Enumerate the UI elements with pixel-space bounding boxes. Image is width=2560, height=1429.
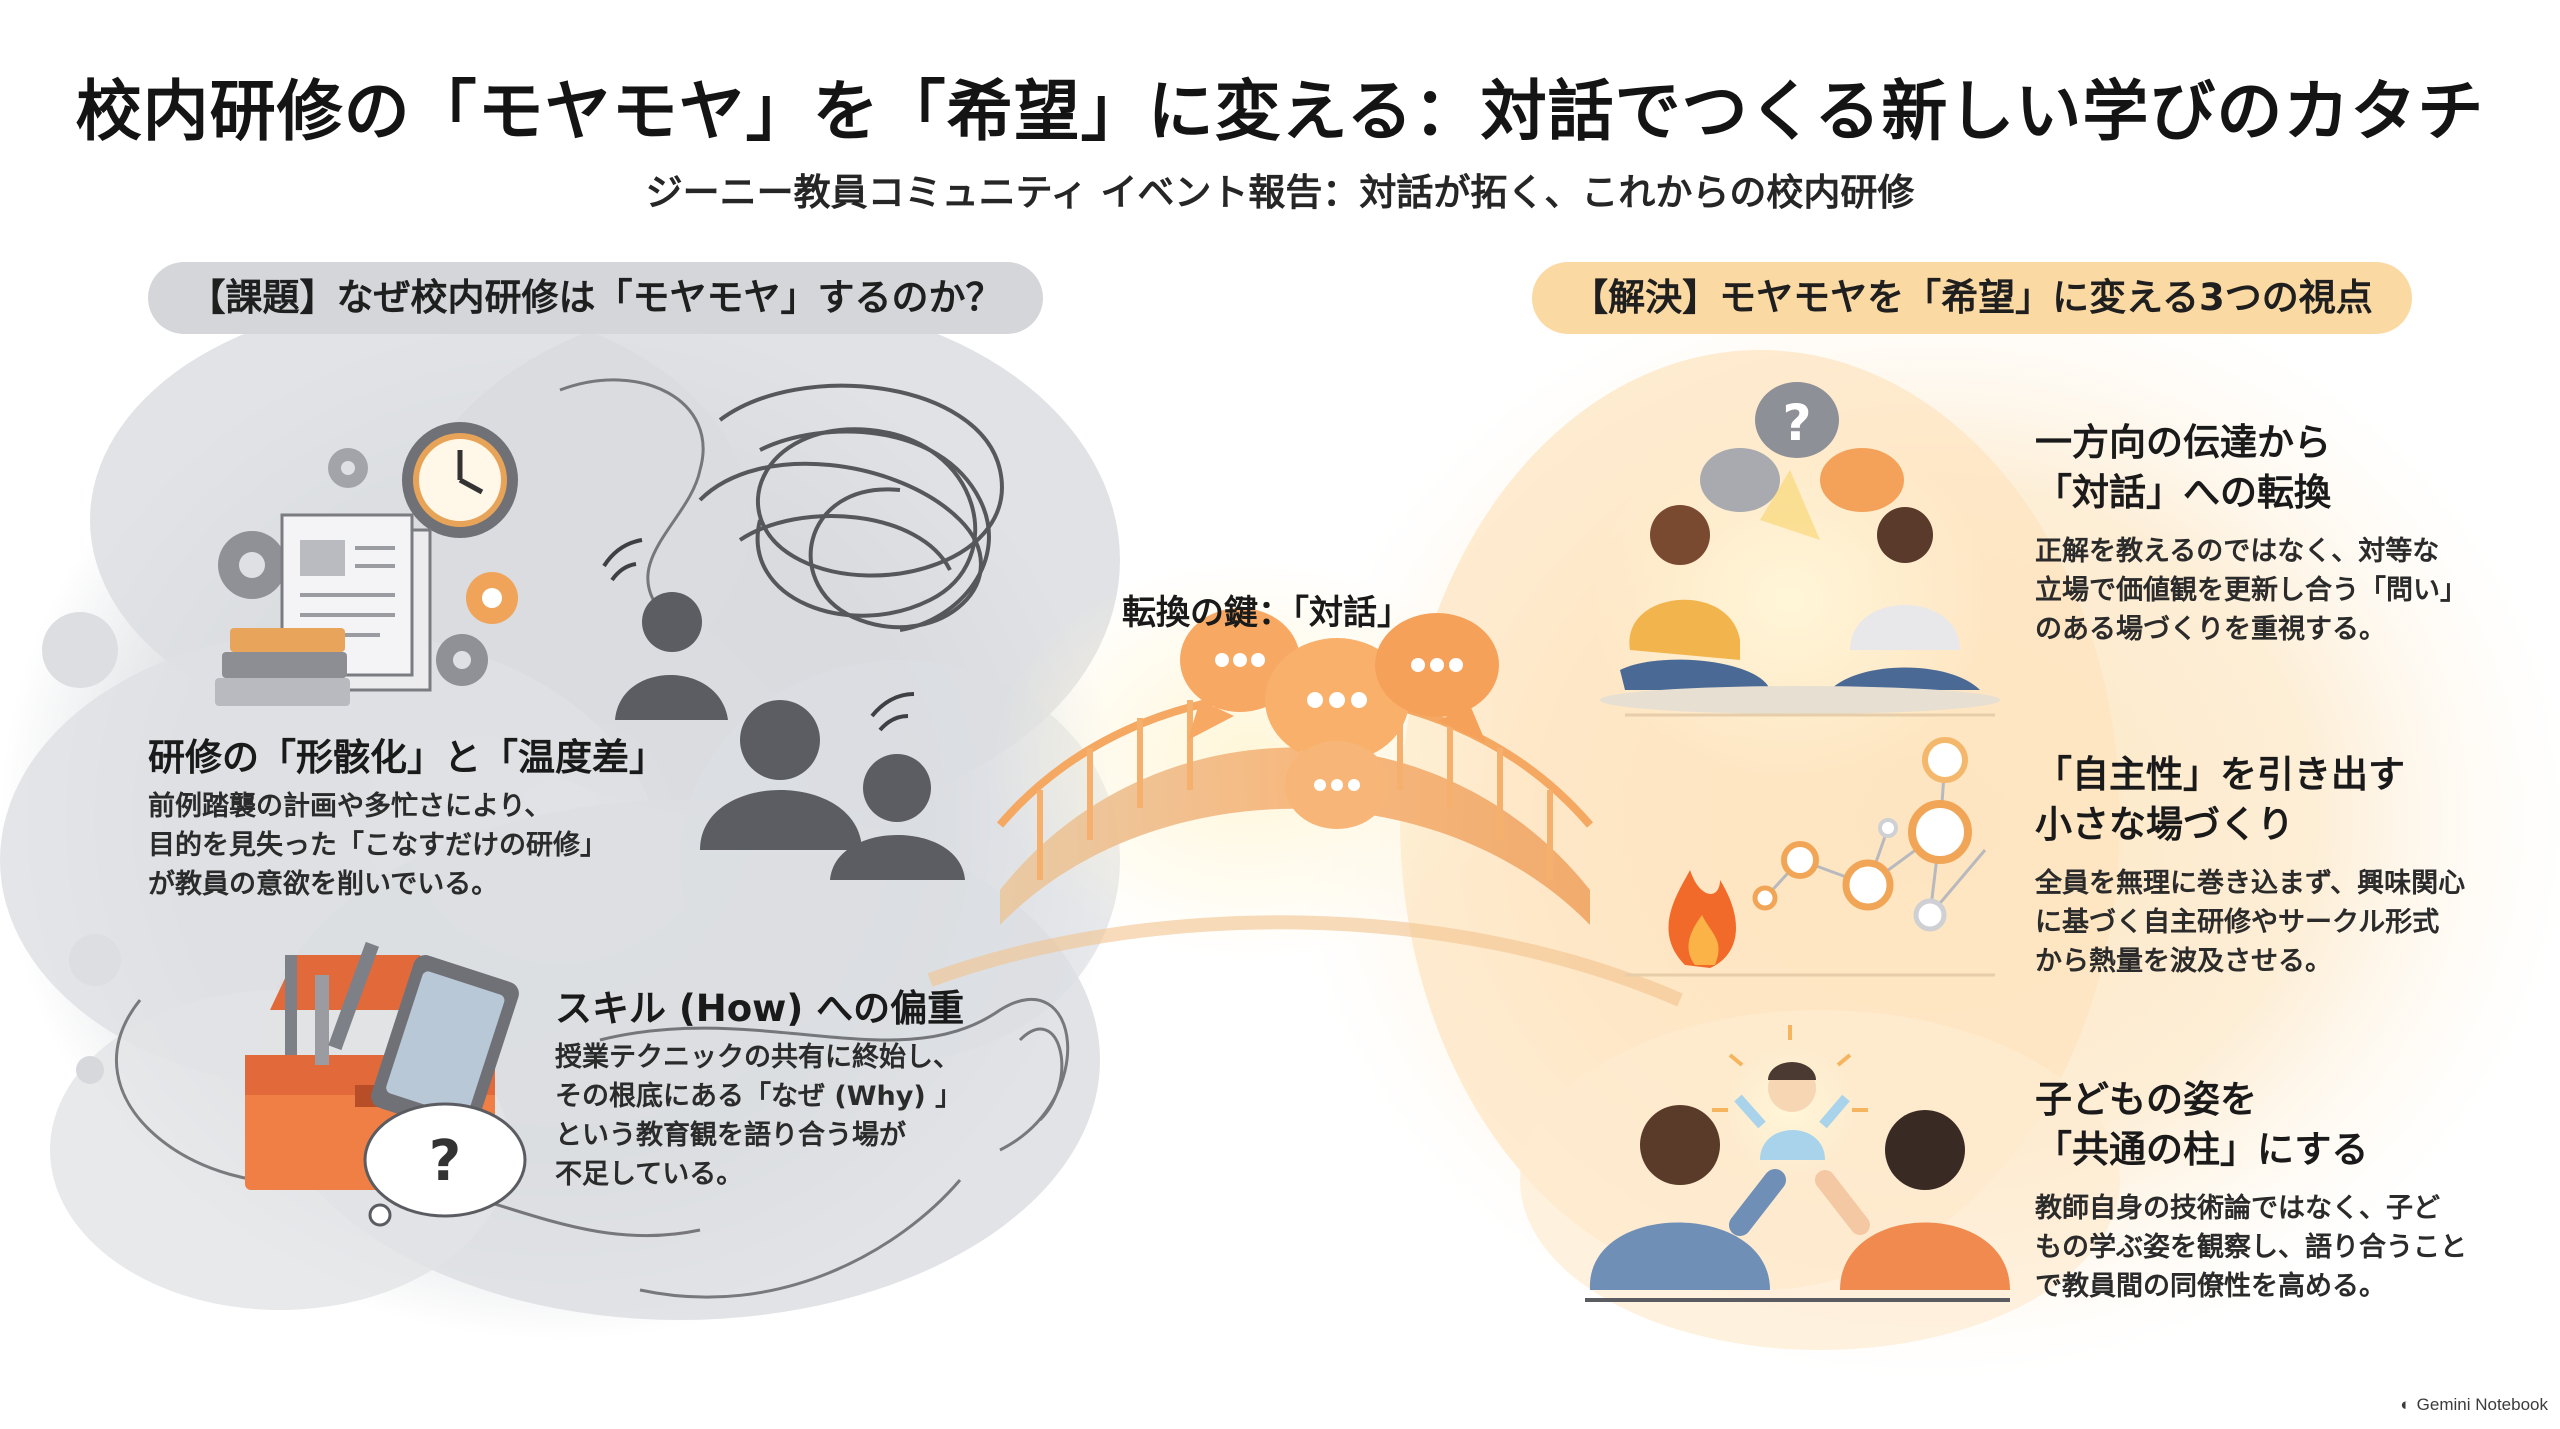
description-line: 授業テクニックの共有に終始し、: [555, 1042, 960, 1073]
tangle-icon: [698, 383, 1004, 632]
solution-description: 全員を無理に巻き込まず、興味関心 に基づく自主研修やサークル形式 から熱量を波及…: [2035, 864, 2525, 981]
person-icon: [615, 592, 965, 880]
problem-section-label: 【課題】なぜ校内研修は「モヤモヤ」するのか？: [148, 262, 1043, 334]
speech-bubble-icon: [1180, 608, 1499, 829]
solution-description: 正解を教えるのではなく、対等な 立場で価値観を更新し合う「問い」 のある場づくり…: [2035, 532, 2525, 649]
description-line: 正解を教えるのではなく、対等な: [2035, 536, 2440, 567]
clock-icon: [402, 422, 518, 538]
heading-line: 子どもの姿を: [2035, 1078, 2257, 1121]
section-divider: [1625, 713, 1995, 977]
solution-item-autonomy: 「自主性」を引き出す 小さな場づくり 全員を無理に巻き込まず、興味関心 に基づく…: [2035, 750, 2525, 981]
description-line: もの学ぶ姿を観察し、語り合うこと: [2035, 1232, 2467, 1263]
teachers-illustration: [1585, 1105, 2010, 1302]
flame-icon: [1668, 870, 1737, 968]
heading-line: 小さな場づくり: [2035, 803, 2294, 846]
problem-heading: 研修の「形骸化」と「温度差」: [148, 736, 666, 779]
heading-line: 「共通の柱」にする: [2035, 1128, 2369, 1171]
tablet-icon: [371, 955, 519, 1135]
problem-description: 授業テクニックの共有に終始し、 その根底にある「なぜ (Why) 」 という教育…: [555, 1038, 995, 1194]
description-line: 教師自身の技術論ではなく、子ど: [2035, 1193, 2440, 1224]
watermark-text: Gemini Notebook: [2416, 1395, 2548, 1414]
dialog-illustration: ?: [1590, 382, 2000, 780]
description-line: その根底にある「なぜ (Why) 」: [555, 1081, 963, 1112]
description-line: のある場づくりを重視する。: [2035, 614, 2386, 645]
description-line: 不足している。: [555, 1159, 744, 1190]
description-line: に基づく自主研修やサークル形式: [2035, 907, 2440, 938]
svg-text:?: ?: [1782, 394, 1811, 452]
gemini-logo-icon: ◐: [2400, 1395, 2411, 1414]
description-line: で教員間の同僚性を高める。: [2035, 1271, 2386, 1302]
watermark: ◐ Gemini Notebook: [2400, 1395, 2548, 1415]
child-icon: [1712, 1025, 1868, 1180]
heading-line: 一方向の伝達から: [2035, 421, 2331, 464]
problem-heading: スキル (How) への偏重: [555, 987, 965, 1030]
description-line: 立場で価値観を更新し合う「問い」: [2035, 575, 2467, 606]
page-title: 校内研修の「モヤモヤ」を「希望」に変える：対話でつくる新しい学びのカタチ: [75, 73, 2485, 150]
heading-line: 「自主性」を引き出す: [2035, 753, 2405, 796]
books-icon: [215, 628, 350, 706]
svg-text:?: ?: [429, 1129, 461, 1194]
solution-description: 教師自身の技術論ではなく、子ど もの学ぶ姿を観察し、語り合うこと で教員間の同僚…: [2035, 1189, 2525, 1306]
network-icon: [1752, 737, 1987, 932]
solution-heading: 「自主性」を引き出す 小さな場づくり: [2035, 750, 2525, 850]
solution-section-label: 【解決】モヤモヤを「希望」に変える3つの視点: [1532, 262, 2412, 334]
description-line: 目的を見失った「こなすだけの研修」: [148, 830, 607, 861]
description-line: 前例踏襲の計画や多忙さにより、: [148, 791, 552, 822]
bridge-key-label: 転換の鍵：「対話」: [1122, 593, 1411, 633]
page-subtitle: ジーニー教員コミュニティ イベント報告：対話が拓く、これからの校内研修: [645, 171, 1915, 214]
question-icon: ?: [363, 1102, 527, 1227]
stress-signal-icon: [602, 538, 915, 732]
heading-line: 「対話」への転換: [2035, 471, 2331, 514]
solution-item-children-focus: 子どもの姿を 「共通の柱」にする 教師自身の技術論ではなく、子ど もの学ぶ姿を観…: [2035, 1075, 2525, 1306]
problem-item-skill-bias: スキル (How) への偏重 授業テクニックの共有に終始し、 その根底にある「な…: [555, 984, 995, 1194]
solution-heading: 一方向の伝達から 「対話」への転換: [2035, 418, 2525, 518]
problem-description: 前例踏襲の計画や多忙さにより、 目的を見失った「こなすだけの研修」 が教員の意欲…: [148, 787, 708, 904]
solution-heading: 子どもの姿を 「共通の柱」にする: [2035, 1075, 2525, 1175]
description-line: が教員の意欲を削いでいる。: [148, 869, 499, 900]
description-line: という教育観を語り合う場が: [555, 1120, 906, 1151]
description-line: から熱量を波及させる。: [2035, 946, 2332, 977]
description-line: 全員を無理に巻き込まず、興味関心: [2035, 868, 2466, 899]
solution-item-dialogue: 一方向の伝達から 「対話」への転換 正解を教えるのではなく、対等な 立場で価値観…: [2035, 418, 2525, 649]
problem-item-formality: 研修の「形骸化」と「温度差」 前例踏襲の計画や多忙さにより、 目的を見失った「こ…: [148, 733, 708, 904]
